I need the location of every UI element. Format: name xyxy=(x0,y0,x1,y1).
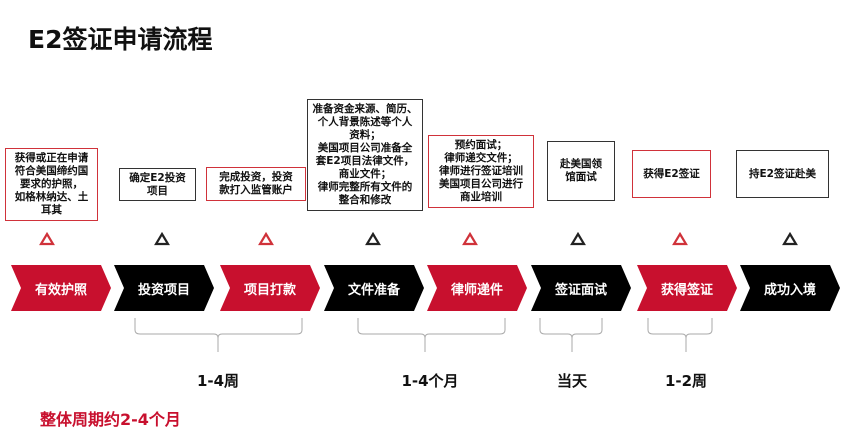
triangle-marker-icon xyxy=(570,232,586,246)
triangle-marker-icon xyxy=(154,232,170,246)
page-title: E2签证申请流程 xyxy=(28,25,213,54)
triangle-marker-icon xyxy=(39,232,55,246)
step-2-description: 确定E2投资 项目 xyxy=(119,168,196,201)
step-chevron-4: 文件准备 xyxy=(324,265,424,311)
triangle-marker-icon xyxy=(672,232,688,246)
step-chevron-8: 成功入境 xyxy=(740,265,840,311)
step-chevron-3: 项目打款 xyxy=(220,265,320,311)
step-5-description: 预约面试； 律师递交文件； 律师进行签证培训 美国项目公司进行 商业培训 xyxy=(428,135,534,208)
triangle-marker-icon xyxy=(782,232,798,246)
step-8-description: 持E2签证赴美 xyxy=(736,150,829,198)
step-chevron-6: 签证面试 xyxy=(531,265,631,311)
triangle-marker-icon xyxy=(365,232,381,246)
duration-label: 1-4个月 xyxy=(401,372,459,390)
step-chevron-2: 投资项目 xyxy=(114,265,214,311)
step-1-description: 获得或正在申请 符合美国缔约国 要求的护照， 如格林纳达、土 耳其 xyxy=(5,148,98,221)
triangle-marker-icon xyxy=(258,232,274,246)
step-3-description: 完成投资，投资 款打入监管账户 xyxy=(206,167,306,201)
step-6-description: 赴美国领 馆面试 xyxy=(547,141,615,201)
duration-label: 当天 xyxy=(556,372,588,390)
total-duration-note: 整体周期约2-4个月 xyxy=(40,410,181,429)
step-chevron-7: 获得签证 xyxy=(637,265,737,311)
step-4-description: 准备资金来源、简历、 个人背景陈述等个人 资料； 美国项目公司准备全 套E2项目… xyxy=(307,99,423,211)
duration-label: 1-2周 xyxy=(664,372,708,390)
triangle-marker-icon xyxy=(462,232,478,246)
step-chevron-1: 有效护照 xyxy=(11,265,111,311)
duration-label: 1-4周 xyxy=(196,372,240,390)
step-chevron-5: 律师递件 xyxy=(427,265,527,311)
step-7-description: 获得E2签证 xyxy=(632,150,711,198)
